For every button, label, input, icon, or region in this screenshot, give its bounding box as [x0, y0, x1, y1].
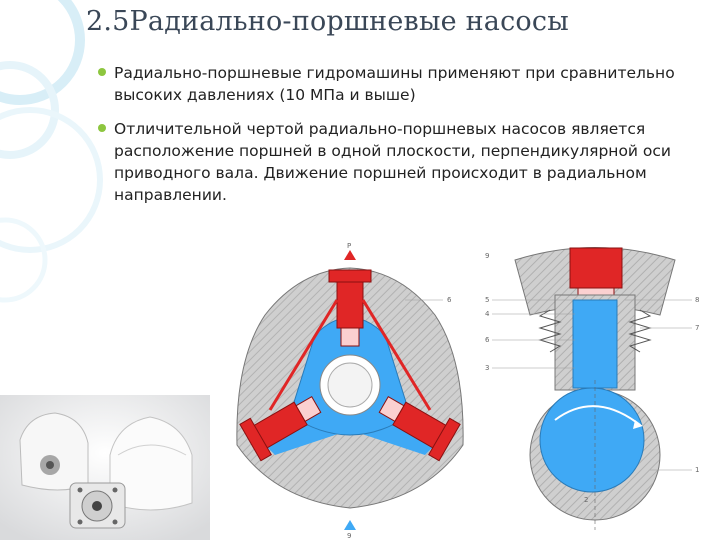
label-3: 3	[485, 364, 489, 372]
rotation-arrow-icon	[633, 420, 643, 429]
label-1: 1	[695, 466, 699, 474]
bullet-icon	[98, 68, 106, 76]
pump-unit-2	[109, 416, 193, 511]
bullet-list: Радиально-поршневые гидромашины применяю…	[96, 62, 712, 206]
label-7: 7	[695, 324, 699, 332]
radial-pump-diagram: P 6 9	[236, 242, 464, 540]
slide-title: 2.5Радиально-поршневые насосы	[86, 6, 569, 37]
piston-section-diagram: 9 5 4 6 3 8 7 1 2	[485, 247, 699, 530]
pressure-arrow-icon	[344, 250, 356, 260]
suction-arrow-icon	[344, 520, 356, 530]
pump-unit-3	[69, 482, 126, 529]
label-right: 6	[447, 296, 452, 304]
label-2: 2	[584, 496, 588, 504]
label-9: 9	[485, 252, 489, 260]
bullet-icon	[98, 124, 106, 132]
bullet-text: Радиально-поршневые гидромашины применяю…	[114, 64, 675, 104]
pump-unit-1	[19, 412, 89, 491]
label-6: 6	[485, 336, 490, 344]
label-top: P	[347, 242, 351, 250]
bullet-item: Отличительной чертой радиально-поршневых…	[96, 118, 712, 206]
label-bottom: 9	[347, 532, 351, 540]
label-8: 8	[695, 296, 699, 304]
label-5: 5	[485, 296, 489, 304]
bullet-text: Отличительной чертой радиально-поршневых…	[114, 120, 672, 204]
pump-photo	[0, 395, 210, 540]
label-4: 4	[485, 310, 490, 318]
bullet-item: Радиально-поршневые гидромашины применяю…	[96, 62, 712, 106]
